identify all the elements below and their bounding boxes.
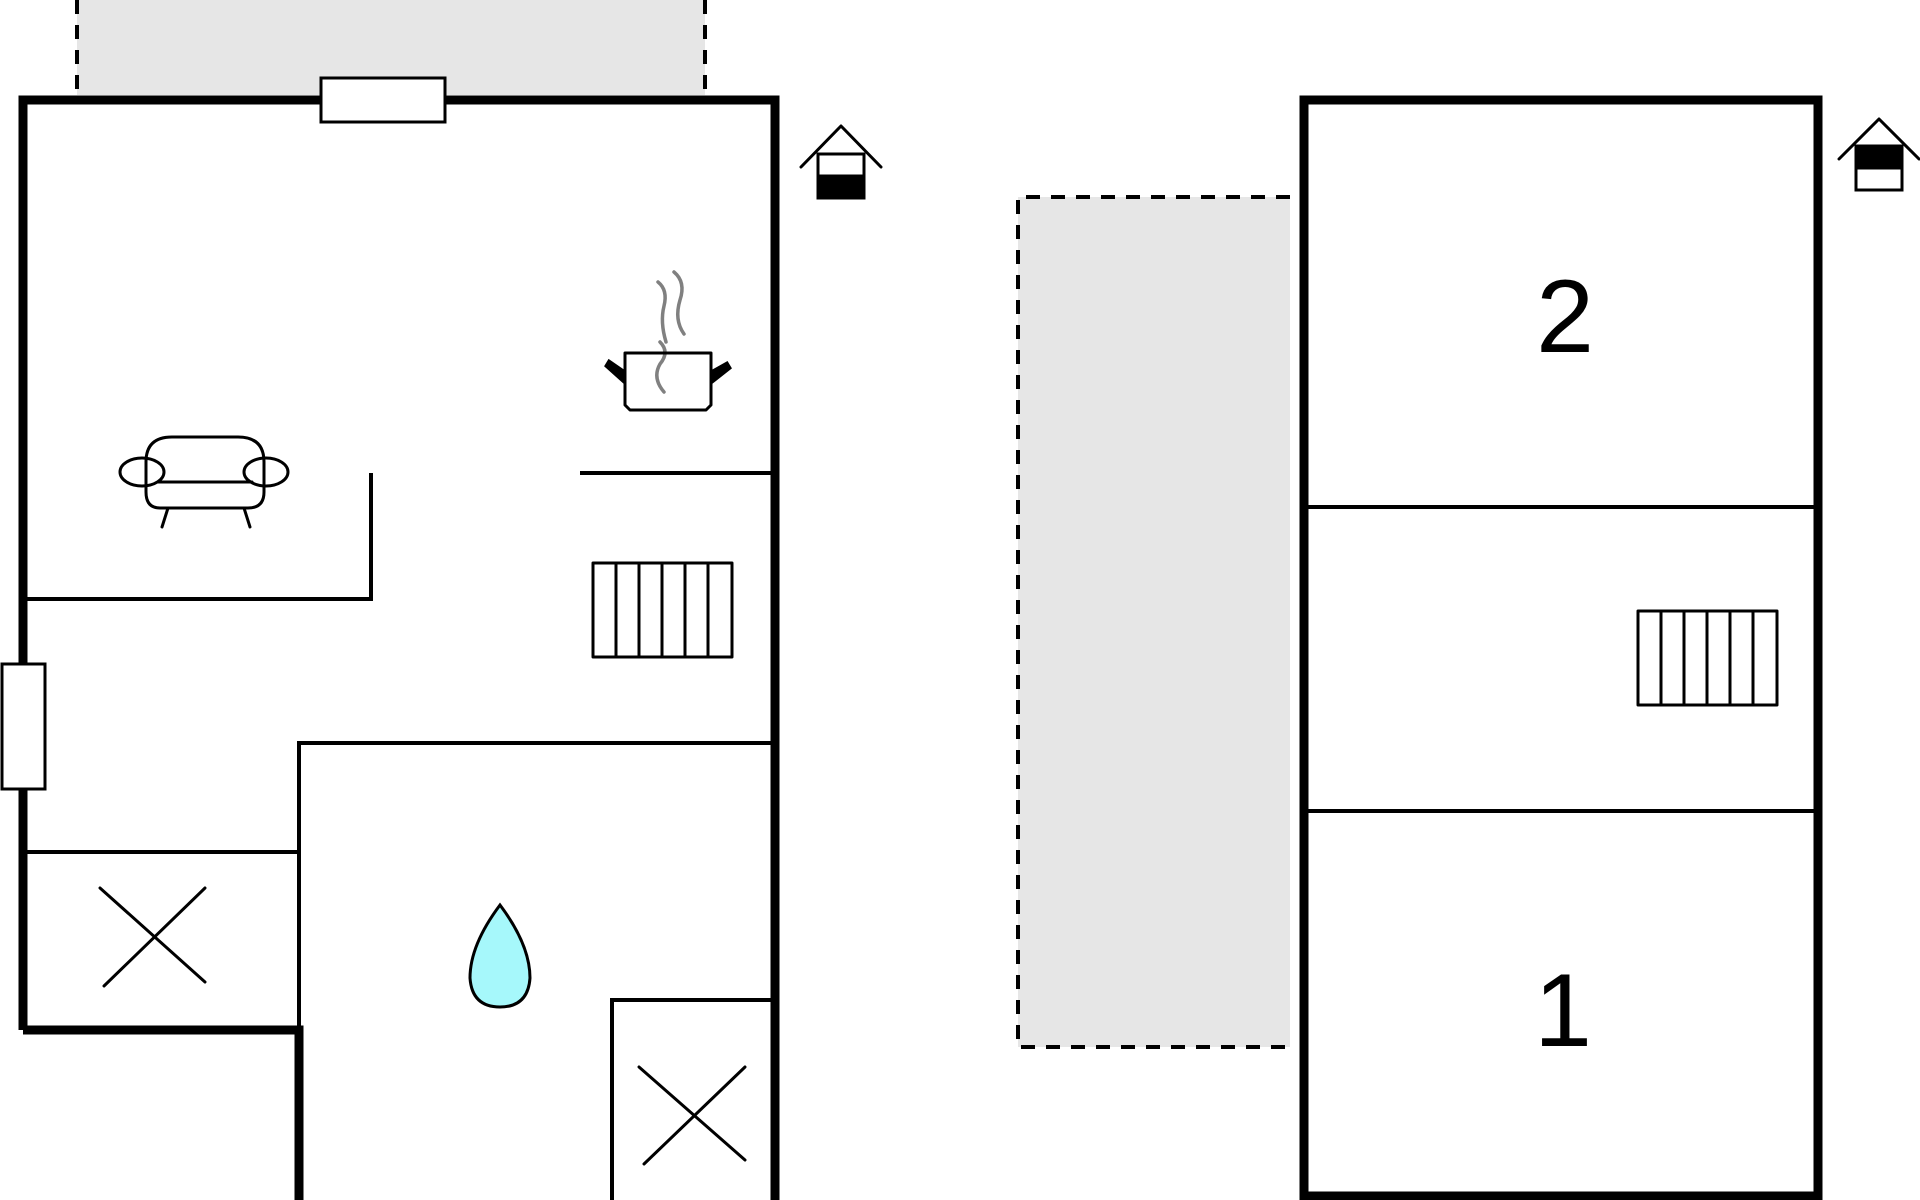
radiator-icon (591, 561, 734, 659)
bathroom-wall (297, 741, 772, 1030)
room-label-1: 1 (1534, 953, 1592, 1069)
terrace-area (1018, 197, 1290, 1047)
window (0, 662, 47, 791)
house-ground-floor-icon (799, 124, 883, 200)
upper-floor: 2 1 (1016, 95, 1920, 1200)
sofa-icon (118, 435, 290, 529)
cross-icon (637, 1065, 747, 1166)
cooking-pot-icon (604, 270, 732, 412)
window (319, 76, 447, 124)
terrace-edge (1016, 195, 1290, 1049)
outer-wall (23, 1025, 304, 1200)
ground-floor (0, 0, 883, 1200)
room-label-2: 2 (1536, 259, 1594, 375)
living-room-wall (25, 473, 373, 601)
house-upper-floor-icon (1837, 117, 1920, 192)
storage-wall (610, 998, 772, 1200)
radiator-icon (1636, 609, 1779, 707)
water-drop-icon (468, 902, 532, 1009)
outer-wall (1299, 95, 1823, 1200)
cross-icon (98, 886, 207, 988)
